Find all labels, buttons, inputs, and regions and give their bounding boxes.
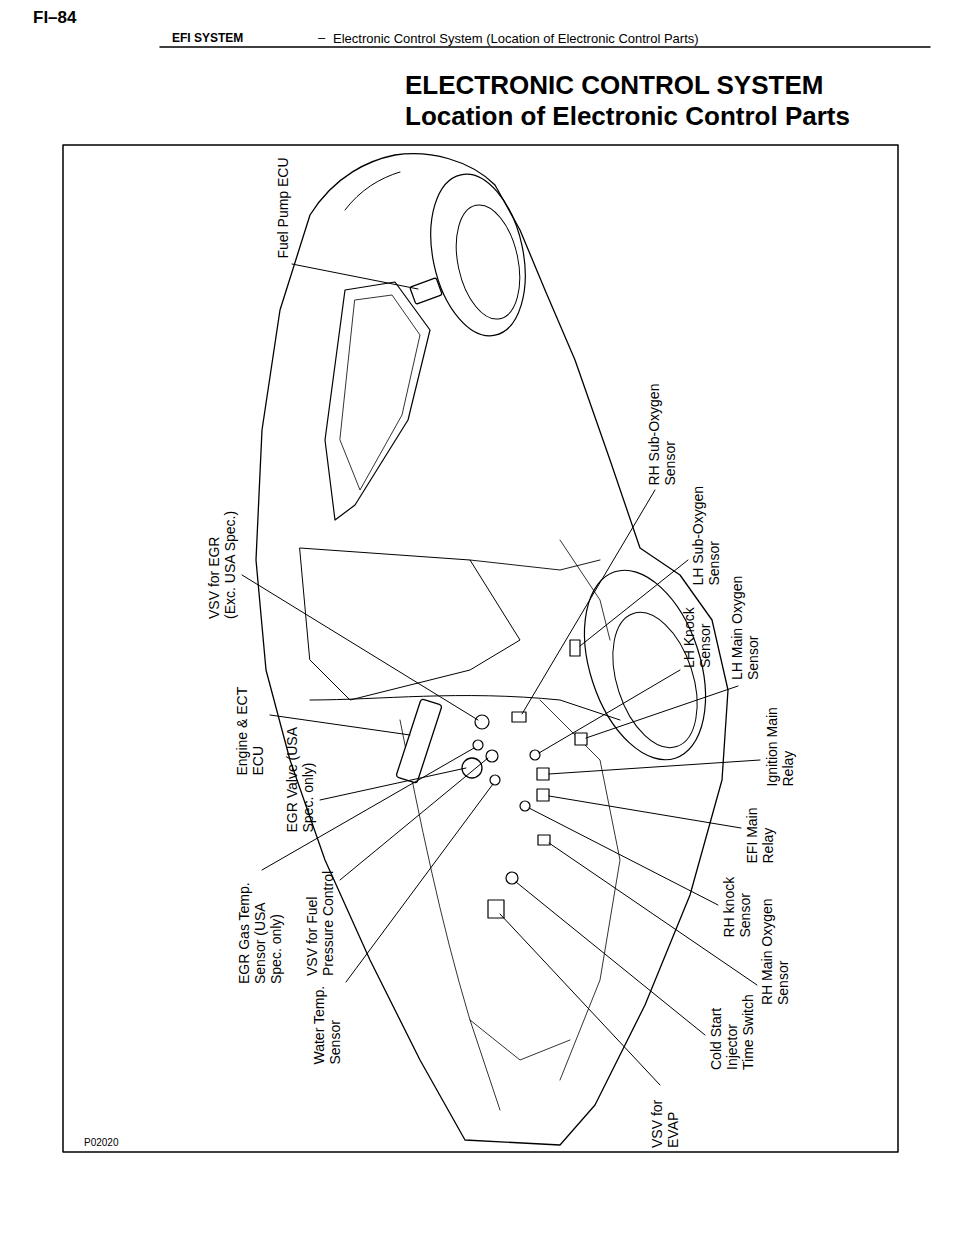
leader-line — [580, 560, 688, 646]
part-label: Fuel Pump ECU — [275, 157, 291, 258]
ignition-main-relay — [537, 768, 549, 780]
figure-code: P02020 — [84, 1137, 118, 1148]
part-label: LH Main Oxygen Sensor — [729, 560, 761, 680]
part-label: EFI Main Relay — [744, 789, 776, 864]
leader-line — [320, 768, 466, 800]
part-label: VSV for Fuel Pressure Control — [304, 868, 336, 976]
rear-window — [325, 282, 430, 520]
fender-line — [560, 540, 610, 640]
part-label: VSV for EVAP — [649, 1088, 681, 1148]
leader-line — [549, 796, 741, 828]
page-title: ELECTRONIC CONTROL SYSTEM Location of El… — [405, 70, 885, 132]
leader-line — [549, 843, 757, 985]
car-body-outline — [256, 154, 728, 1145]
fuel-pump-ecu — [410, 278, 442, 304]
lh-main-oxygen — [575, 733, 587, 745]
lh-knock-sensor — [530, 750, 540, 760]
part-label: Engine & ECT ECU — [234, 681, 266, 776]
rear-window-inner — [340, 295, 420, 490]
part-label: Ignition Main Relay — [764, 682, 796, 787]
part-label: LH Sub-Oxygen Sensor — [690, 471, 722, 586]
windshield — [300, 548, 520, 700]
figure-frame — [63, 145, 898, 1152]
leader-line — [549, 760, 760, 774]
vsv-egr — [475, 715, 489, 729]
front-wheel — [562, 555, 727, 775]
part-label: VSV for EGR (Exc. USA Spec.) — [206, 507, 238, 619]
leader-line — [242, 575, 478, 720]
rear-wheel-hub — [447, 199, 530, 325]
page-number: FI–84 — [33, 8, 76, 28]
section-name: EFI SYSTEM — [172, 31, 243, 45]
trunk-line — [345, 172, 400, 210]
part-label: EGR Valve (USA Spec. only) — [284, 728, 316, 833]
rear-wheel — [417, 165, 539, 344]
part-label: Cold Start Injector Time Switch — [708, 990, 756, 1070]
part-label: EGR Gas Temp. Sensor (USA Spec. only) — [236, 876, 284, 984]
leader-line — [340, 758, 488, 880]
egr-gas-sensor — [473, 740, 483, 750]
leader-line — [346, 784, 493, 982]
leader-line — [529, 808, 718, 905]
part-label: RH Sub-Oxygen Sensor — [646, 371, 678, 486]
leader-line — [539, 670, 680, 753]
leader-line — [292, 264, 418, 289]
part-label: LH Knock Sensor — [681, 588, 713, 668]
separator: – — [318, 30, 325, 45]
leader-lines — [242, 264, 760, 1085]
part-label: RH knock Sensor — [721, 863, 753, 938]
leader-line — [586, 686, 738, 738]
water-temp-sensor — [490, 775, 500, 785]
part-label: RH Main Oxygen Sensor — [759, 885, 791, 1005]
lh-sub-oxygen — [570, 640, 580, 656]
cowl-line — [470, 560, 600, 570]
part-label: Water Temp. Sensor — [311, 980, 343, 1065]
rh-main-oxygen — [538, 835, 550, 845]
rh-knock-sensor — [520, 801, 530, 811]
efi-main-relay — [537, 789, 549, 801]
radiator-line — [470, 1020, 570, 1060]
engine-bay-line — [540, 700, 620, 1080]
header-rule — [160, 46, 930, 48]
rh-sub-oxygen — [512, 712, 526, 722]
leader-line — [500, 914, 660, 1085]
hood-line — [310, 696, 620, 720]
leader-line — [516, 882, 705, 1035]
running-head: Electronic Control System (Location of E… — [333, 31, 699, 46]
vsv-fuel — [486, 750, 498, 762]
